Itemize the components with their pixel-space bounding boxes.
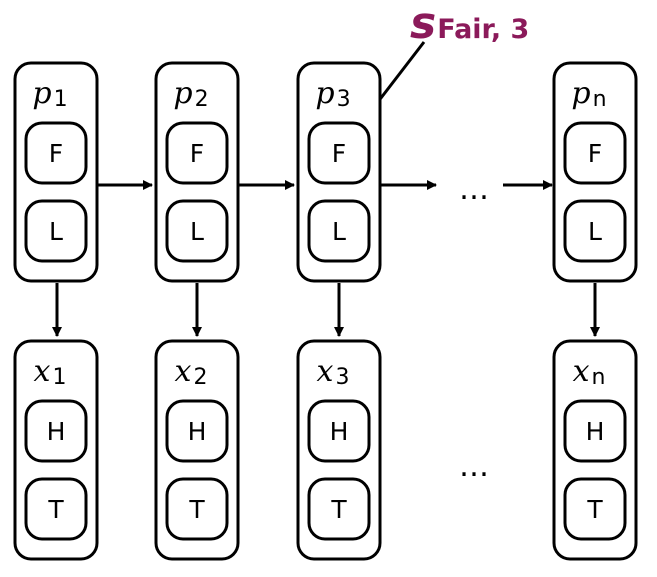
state-cell-label: H xyxy=(188,417,207,446)
state-node-label: p2 xyxy=(173,76,208,112)
observation-node-3: x3H T xyxy=(296,339,382,561)
state-cell-label: H xyxy=(586,417,605,446)
state-cell-L xyxy=(165,199,229,263)
state-node-label: p3 xyxy=(315,76,350,112)
state-cell-label: H xyxy=(330,417,349,446)
state-node-3: p3F L xyxy=(296,61,382,283)
state-node-label: p1 xyxy=(32,76,67,112)
state-cell-label: F xyxy=(190,139,204,168)
state-cell-label: T xyxy=(586,495,603,524)
observation-node-1: x1H T xyxy=(13,339,99,561)
state-cell-F xyxy=(24,121,88,185)
state-cell-L xyxy=(563,199,627,263)
annotation-label: sFair, 3 xyxy=(410,0,529,49)
state-cell-label: F xyxy=(332,139,346,168)
state-cell-label: L xyxy=(49,217,63,246)
state-cell-label: T xyxy=(330,495,347,524)
state-cell-H xyxy=(563,399,627,463)
annotation-subscript: Fair, 3 xyxy=(437,14,529,45)
ellipsis-top: … xyxy=(459,172,489,207)
observation-node-label: x1 xyxy=(34,354,67,390)
state-cell-label: T xyxy=(47,495,64,524)
state-cell-T xyxy=(307,477,371,541)
state-cell-H xyxy=(307,399,371,463)
state-node-n: pnF L xyxy=(552,61,638,283)
state-cell-F xyxy=(165,121,229,185)
state-cell-T xyxy=(24,477,88,541)
state-cell-label: L xyxy=(190,217,204,246)
observation-node-n: xnH T xyxy=(552,339,638,561)
observation-node-2: x2H T xyxy=(154,339,240,561)
state-cell-L xyxy=(307,199,371,263)
state-cell-H xyxy=(24,399,88,463)
observation-node-label: x3 xyxy=(317,354,350,390)
annotation-symbol: s xyxy=(410,0,436,49)
observation-node-label: x2 xyxy=(175,354,208,390)
state-cell-T xyxy=(165,477,229,541)
state-cell-H xyxy=(165,399,229,463)
state-cell-label: H xyxy=(47,417,66,446)
state-node-2: p2F L xyxy=(154,61,240,283)
state-cell-label: L xyxy=(588,217,602,246)
state-cell-label: F xyxy=(49,139,63,168)
state-cell-F xyxy=(563,121,627,185)
state-node-1: p1F L xyxy=(13,61,99,283)
state-cell-L xyxy=(24,199,88,263)
state-node-label: pn xyxy=(571,76,606,112)
state-cell-T xyxy=(563,477,627,541)
state-cell-label: F xyxy=(588,139,602,168)
state-cell-label: L xyxy=(332,217,346,246)
state-cell-label: T xyxy=(188,495,205,524)
ellipsis-bottom: … xyxy=(459,449,489,484)
state-cell-F xyxy=(307,121,371,185)
observation-node-label: xn xyxy=(573,354,606,390)
